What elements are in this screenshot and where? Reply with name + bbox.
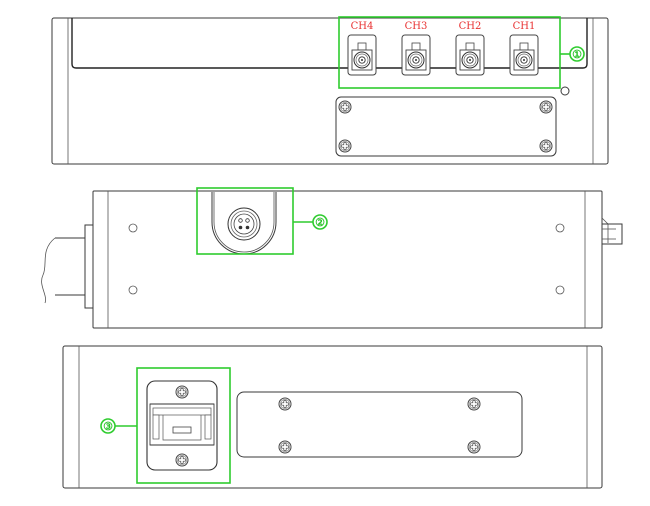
channel-connectors: CH4 CH3 CH2 CH1 [347, 21, 539, 76]
screw-icon [338, 100, 352, 114]
mounting-hole-icon [128, 285, 138, 295]
bnc-connector-icon [347, 34, 377, 76]
top-view-panel [51, 17, 609, 165]
channel-label: CH3 [405, 21, 428, 32]
callout-number: ② [315, 216, 325, 229]
sfp-port-icon[interactable] [146, 380, 218, 471]
screw-icon [338, 139, 352, 153]
channel-ch1[interactable]: CH1 [509, 21, 539, 76]
top-cover-plate [335, 96, 557, 157]
side-view-panel [41, 190, 623, 329]
channel-ch2[interactable]: CH2 [455, 21, 485, 76]
channel-label: CH4 [351, 21, 374, 32]
channel-ch4[interactable]: CH4 [347, 21, 377, 76]
front-cover-plate [236, 391, 523, 458]
screw-icon [539, 100, 553, 114]
led-hole-icon [560, 86, 570, 96]
bnc-connector-icon [455, 34, 485, 76]
mounting-hole-icon [128, 223, 138, 233]
channel-ch3[interactable]: CH3 [401, 21, 431, 76]
bnc-connector-icon [401, 34, 431, 76]
mounting-hole-icon [555, 285, 565, 295]
m12-4pin-connector-icon[interactable] [227, 207, 261, 241]
mounting-hole-icon [555, 223, 565, 233]
screw-icon [539, 139, 553, 153]
channel-label: CH2 [459, 21, 482, 32]
callout-number: ③ [103, 420, 113, 433]
bnc-connector-icon [509, 34, 539, 76]
screw-icon [175, 453, 189, 467]
screw-icon [467, 440, 481, 454]
front-view-panel [62, 345, 603, 489]
callout-1: ① [338, 16, 585, 89]
callout-number: ① [572, 48, 582, 61]
screw-icon [467, 397, 481, 411]
callout-2: ② [196, 187, 328, 255]
callout-3: ③ [100, 367, 231, 484]
channel-label: CH1 [513, 21, 536, 32]
screw-icon [278, 440, 292, 454]
screw-icon [278, 397, 292, 411]
screw-icon [175, 385, 189, 399]
